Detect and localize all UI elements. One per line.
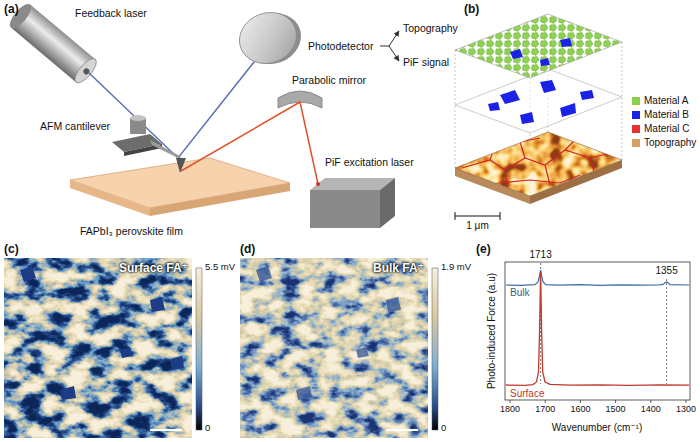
legend-swatch	[632, 125, 640, 133]
part-label: Photodetector	[308, 40, 373, 52]
legend-swatch	[632, 97, 640, 105]
legend-entry: Material B	[632, 108, 696, 122]
part-label: PiF excitation laser	[325, 156, 414, 168]
legend-entry: Topography	[632, 136, 696, 150]
feedback-beam	[88, 52, 262, 158]
photodetector	[232, 3, 308, 73]
tick-label: 1500	[606, 404, 626, 414]
panel-letter: (d)	[240, 243, 255, 257]
excitation-beam	[181, 102, 318, 184]
legend-text: Material B	[644, 109, 689, 121]
legend-entry: Material A	[632, 94, 696, 108]
spectra-plot	[505, 262, 690, 403]
panel-letter: (c)	[4, 243, 19, 257]
legend-text: Topography	[644, 137, 696, 149]
signal-label: Topography	[403, 22, 458, 34]
tick-label: 1700	[535, 404, 555, 414]
axis-title: Wavenumber (cm⁻¹)	[552, 422, 642, 434]
colorbar-label: 5.5 mV	[205, 262, 235, 273]
part-label: Feedback laser	[75, 7, 147, 19]
legend-text: Material A	[644, 95, 688, 107]
axis-title: Photo-induced Force (a.u)	[486, 273, 498, 389]
scale-label: 1 μm	[466, 220, 488, 232]
part-label: AFM cantilever	[40, 120, 110, 132]
panel-letter: (b)	[464, 3, 479, 17]
peak-label: 1355	[655, 265, 677, 277]
tick-label: 1800	[500, 404, 520, 414]
scale-bar	[455, 212, 500, 220]
signal-label: PiF signal	[403, 56, 449, 68]
legend-swatch	[632, 139, 640, 147]
topography-slab	[455, 132, 622, 204]
colorbar	[196, 268, 202, 430]
part-label: FAPbI₃ perovskite film	[80, 225, 183, 237]
material-a-layer	[455, 14, 622, 78]
layer-guides	[455, 14, 622, 196]
legend: Material A Material B Material C Topography	[632, 94, 696, 150]
colorbar-label: 0	[441, 423, 446, 434]
afm-cantilever	[112, 115, 186, 173]
signal-arrow	[389, 31, 399, 46]
part-label: Parabolic mirror	[292, 74, 366, 86]
colorbar-label: 1.9 mV	[441, 262, 471, 273]
tick-label: 1400	[641, 404, 661, 414]
colorbar-label: 0	[205, 423, 210, 434]
surface-map	[4, 258, 192, 438]
peak-label: 1713	[529, 249, 551, 261]
legend-text: Material C	[644, 123, 690, 135]
tick-label: 1600	[570, 404, 590, 414]
series-label: Bulk	[510, 287, 529, 299]
tick-label: 1300	[676, 404, 696, 414]
bulk-map	[240, 258, 428, 438]
colorbar	[432, 268, 438, 430]
material-b-layer	[455, 69, 622, 133]
signal-arrow	[389, 46, 399, 61]
signal-branch	[380, 46, 389, 47]
perovskite-film	[70, 158, 290, 216]
legend-swatch	[632, 111, 640, 119]
map-title: Surface FA⁺	[119, 262, 188, 276]
legend-entry: Material C	[632, 122, 696, 136]
panel-letter: (a)	[4, 3, 19, 17]
excitation-laser	[310, 178, 395, 228]
map-title: Bulk FA⁺	[373, 262, 424, 276]
panel-letter: (e)	[476, 243, 491, 257]
series-label: Surface	[510, 388, 544, 400]
